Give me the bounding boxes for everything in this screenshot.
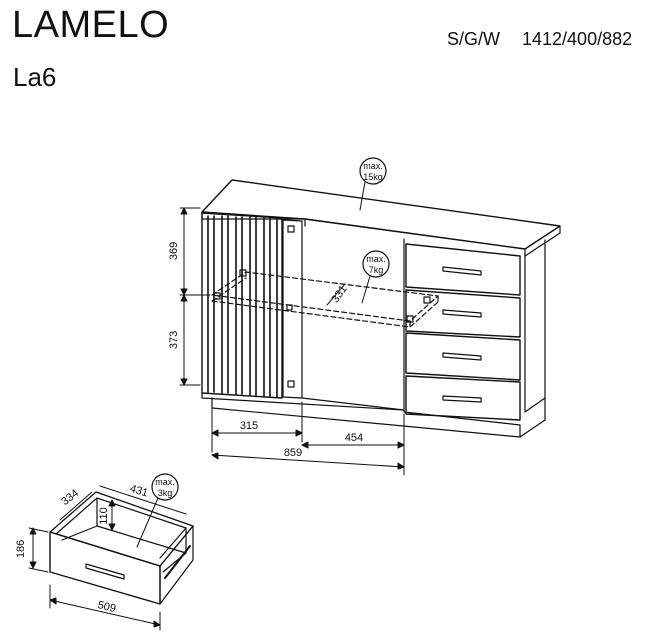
- dim-upper-height: 369: [168, 242, 180, 260]
- dim-door-width: 315: [240, 420, 258, 432]
- dim-shelf-depth: 331: [329, 283, 349, 305]
- dim-lower-height: 373: [168, 331, 180, 349]
- top-load-badge: [359, 157, 387, 211]
- dim-drawer-inner-height: 110: [98, 507, 110, 525]
- inner-shelf: [211, 271, 439, 328]
- drawer-detail: [28, 473, 194, 631]
- drawer-load-label-max: max.: [155, 477, 175, 487]
- model-code: La6: [13, 62, 57, 92]
- dim-drawer-front-width: 509: [96, 599, 117, 615]
- vertical-dimension-lines: [179, 207, 211, 386]
- dim-drawer-inner-width: 431: [128, 483, 149, 500]
- shelf-pin: [406, 315, 414, 323]
- dim-drawer-front-height: 186: [15, 540, 27, 558]
- top-load-label-max: max.: [363, 161, 383, 171]
- shelf-load-label-kg: 7kg: [369, 265, 384, 275]
- finish-code: S/G/W: [447, 29, 500, 49]
- dim-total-width: 859: [284, 447, 302, 459]
- shelf-load-label-max: max.: [366, 254, 386, 264]
- overall-dimensions: 1412/400/882: [522, 29, 633, 49]
- drawer-handles: [442, 266, 482, 403]
- top-load-label-kg: 15kg: [363, 172, 383, 182]
- shelf-pin: [213, 292, 221, 300]
- shelf-pin: [423, 296, 431, 304]
- product-name: LAMELO: [12, 4, 170, 46]
- finish-and-dimensions: S/G/W 1412/400/882: [447, 30, 632, 48]
- drawer-fronts: [405, 243, 521, 421]
- lamella-door: [201, 212, 303, 399]
- shelf-depth-dimension: [326, 283, 346, 306]
- shelf-load-badge: [361, 250, 390, 304]
- sideboard-outline: [201, 179, 561, 438]
- horizontal-dimension-lines: [211, 399, 405, 476]
- drawer-load-label-kg: 3kg: [158, 488, 173, 498]
- shelf-pin: [239, 269, 247, 277]
- dim-open-section-width: 454: [345, 432, 363, 444]
